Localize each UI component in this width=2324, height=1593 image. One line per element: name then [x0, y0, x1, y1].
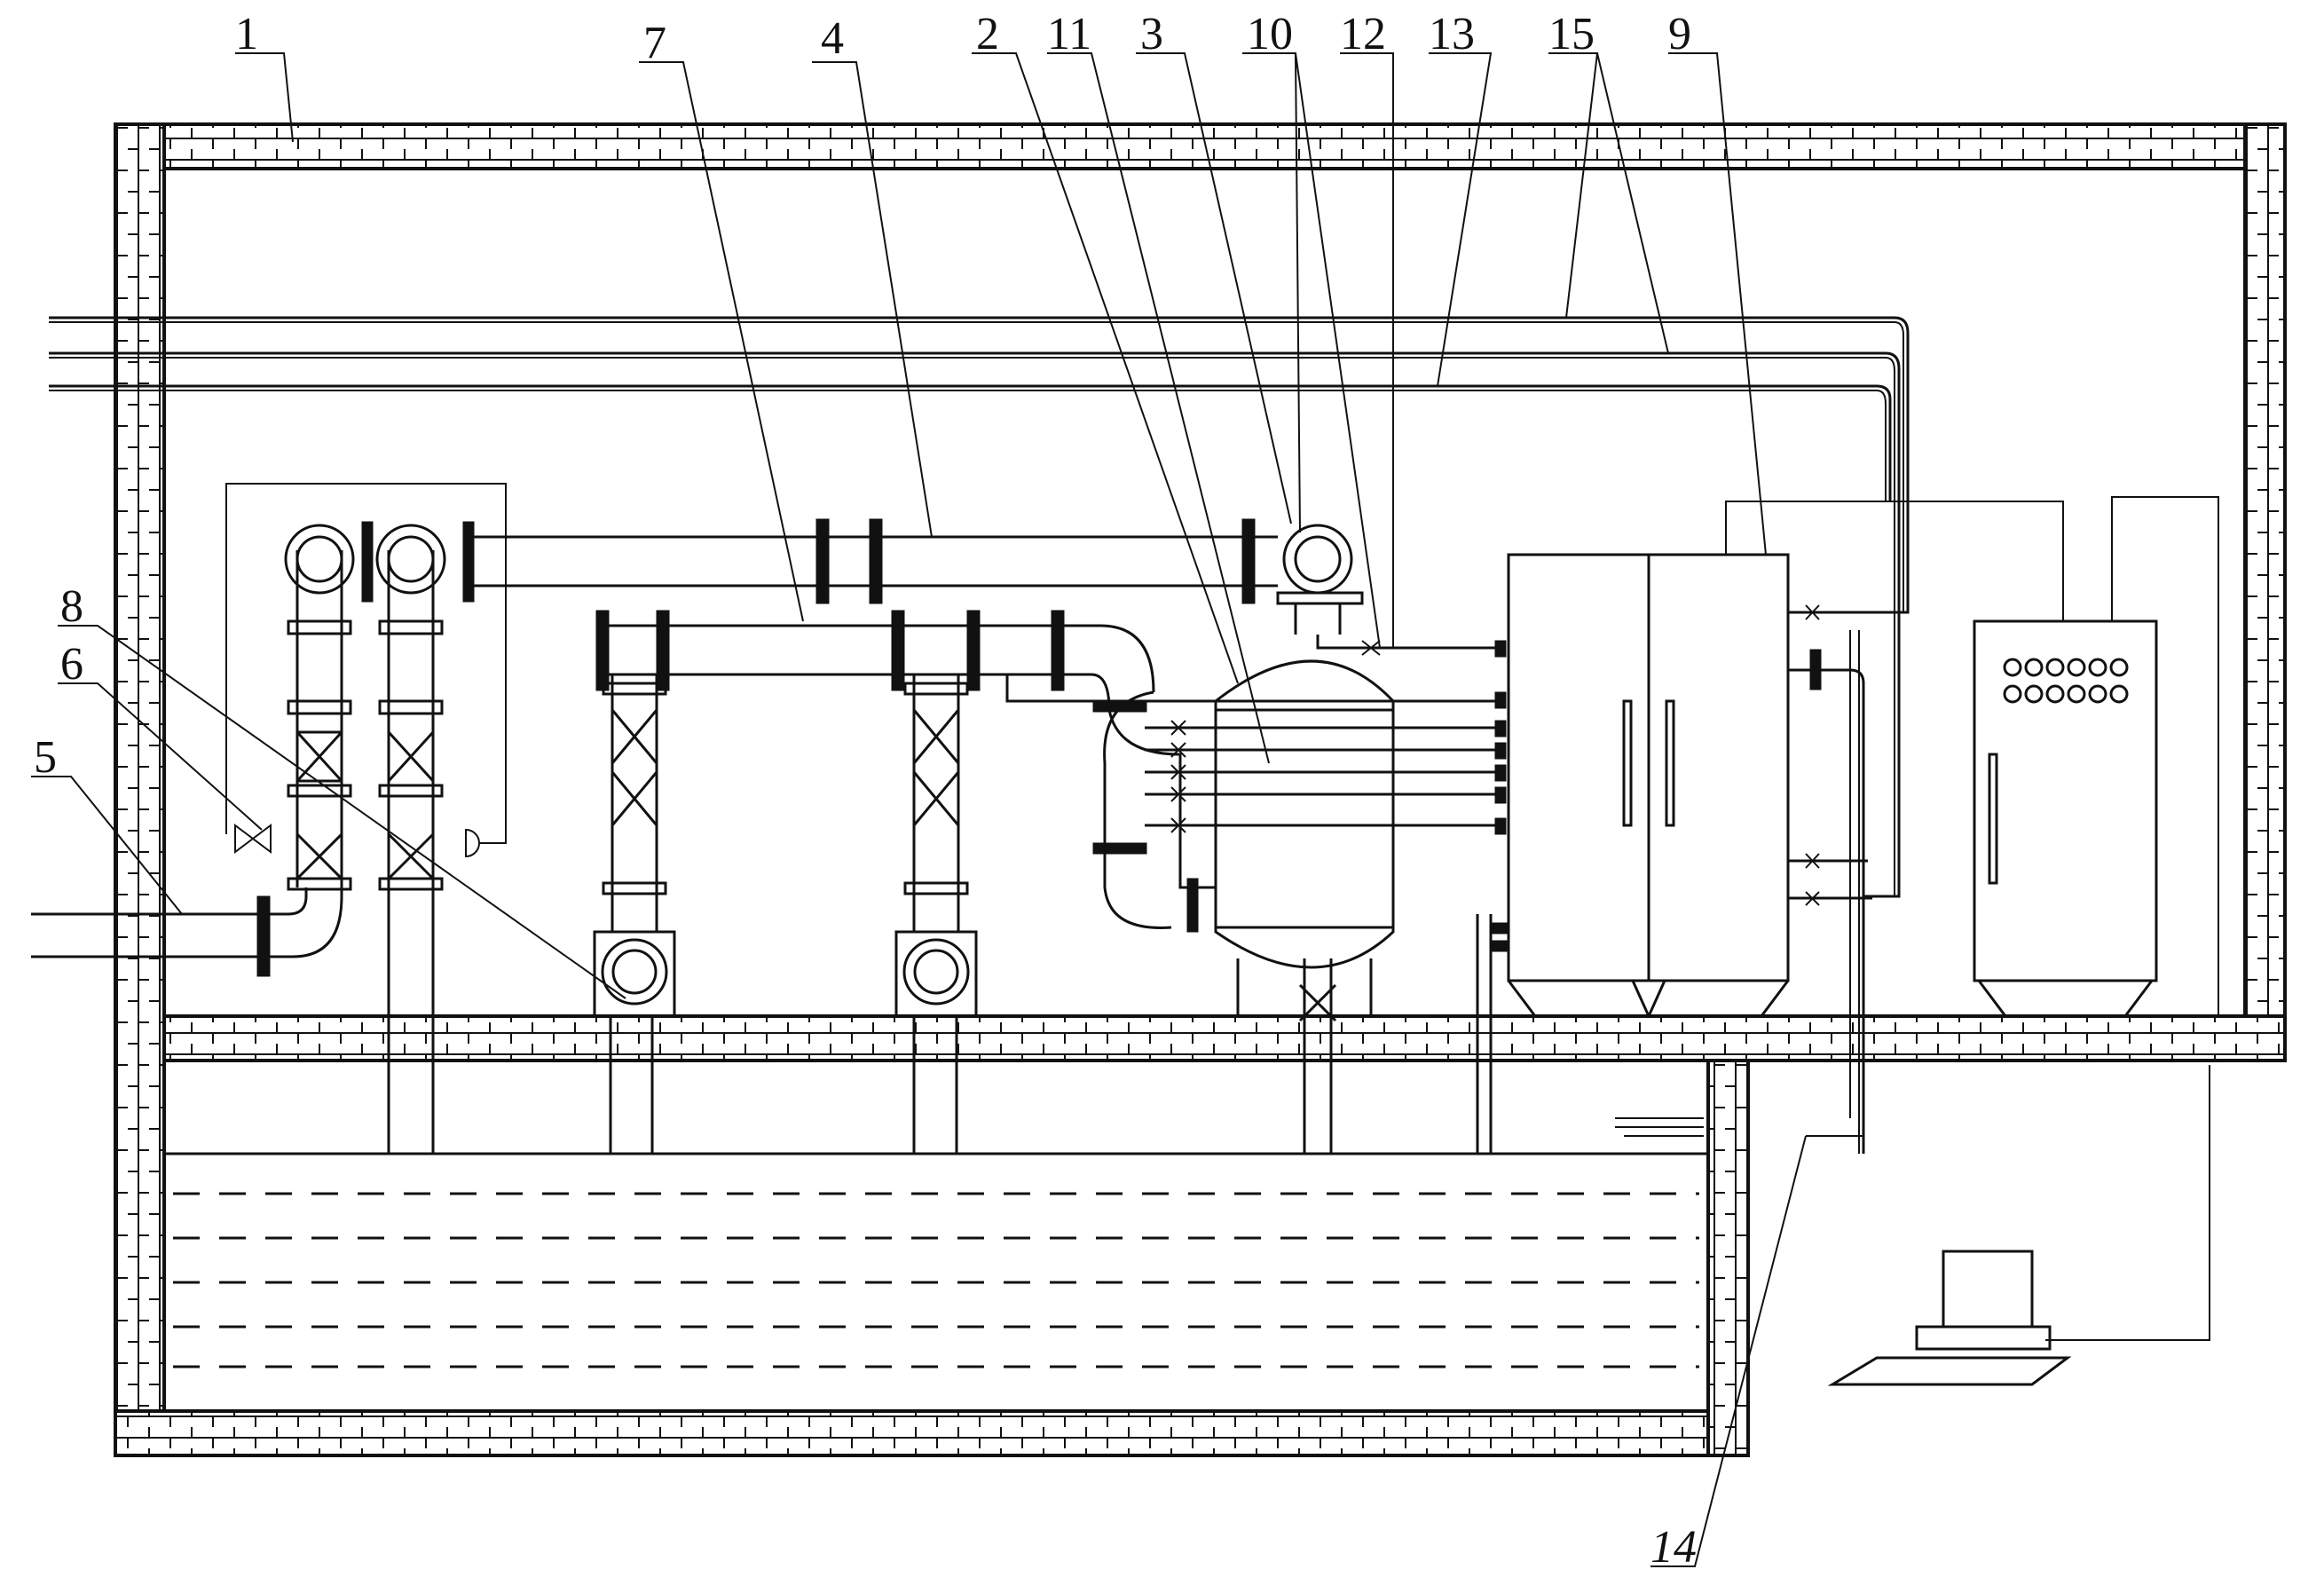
callout-10: 10: [1247, 9, 1293, 59]
cable-lines: [49, 316, 1910, 898]
callout-14: 14: [1650, 1522, 1697, 1573]
left-pipe-risers: [234, 521, 480, 1154]
pump-2: [894, 674, 978, 1154]
callout-3: 3: [1140, 9, 1163, 59]
pressure-tank-2: [1092, 659, 1395, 1154]
callout-5: 5: [34, 732, 57, 783]
callout-13: 13: [1429, 9, 1475, 59]
outlet-header-4: [470, 518, 1364, 635]
callout-7: 7: [643, 18, 666, 68]
water-tank: [164, 1152, 1708, 1368]
computer-terminal: [1827, 1065, 2210, 1386]
callout-6: 6: [60, 639, 83, 690]
callouts: 1 7 4 2 11 3 10 12 13 15 9 8 6 5 14: [34, 9, 1697, 1573]
control-loop: [225, 483, 507, 844]
callout-1: 1: [235, 9, 258, 59]
callout-4: 4: [821, 13, 844, 64]
callout-8: 8: [60, 581, 83, 632]
callout-2: 2: [976, 9, 999, 59]
leader-lines: [31, 52, 1807, 1567]
building-walls: [114, 122, 2287, 1457]
callout-11: 11: [1047, 9, 1091, 59]
callout-15: 15: [1548, 9, 1595, 59]
control-cabinet-9: [1476, 501, 2064, 1154]
callout-9: 9: [1668, 9, 1691, 59]
sensor-14: [1615, 1117, 1863, 1137]
callout-12: 12: [1340, 9, 1386, 59]
main-pipe-7: [595, 610, 1155, 711]
electrical-panel: [1973, 496, 2219, 1017]
inlet-pipe: [31, 887, 343, 977]
manifold-pipes-11: [1005, 635, 1507, 835]
pump-1: [593, 674, 676, 1154]
